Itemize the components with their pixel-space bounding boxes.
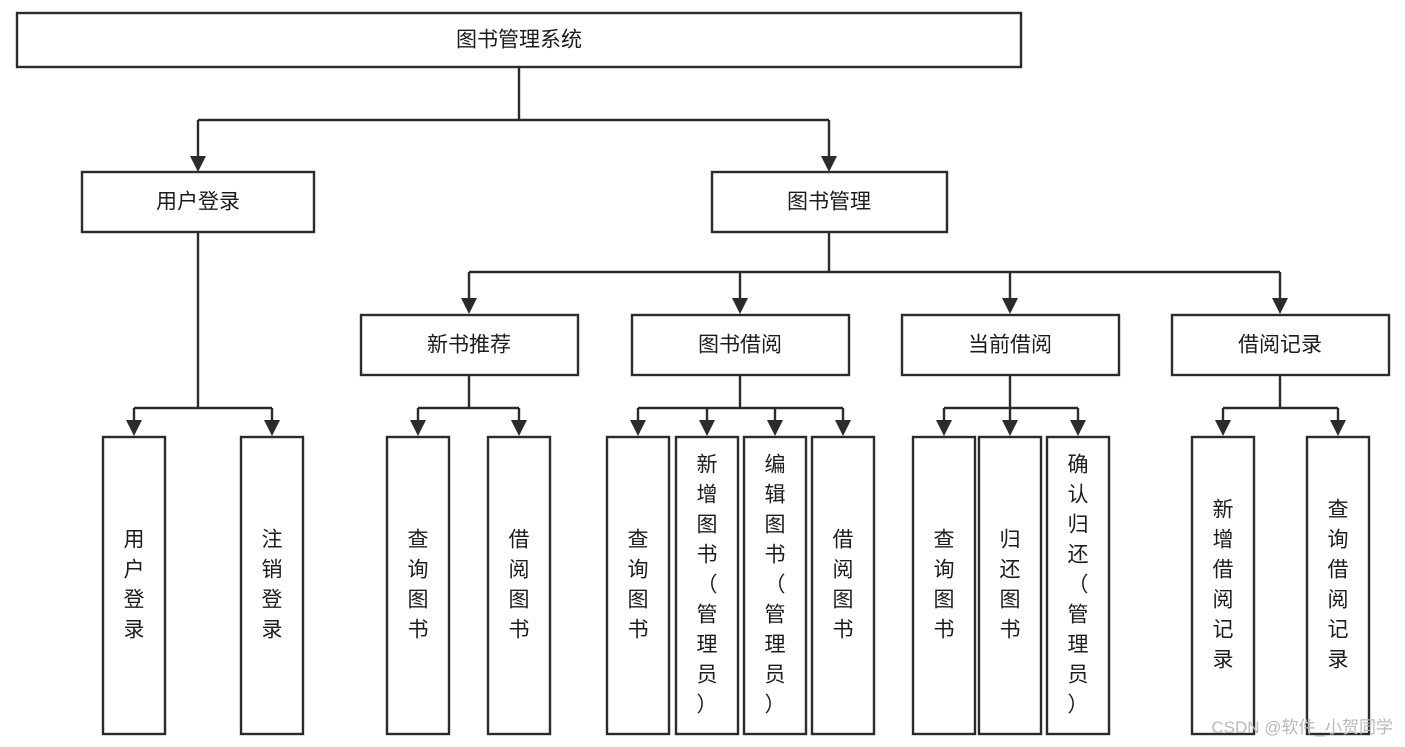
leaf-node-return-book-box[interactable] — [977, 435, 1043, 736]
node-book-manage[interactable]: 图书管理 — [710, 170, 949, 234]
node-new-book-recommend[interactable]: 新书推荐 — [359, 313, 580, 377]
leaf-node-user-logout-label: 注销登录 — [262, 529, 283, 642]
leaf-node-confirm-return-box[interactable] — [1045, 435, 1111, 736]
leaf-node-query-book-1-box[interactable] — [385, 435, 451, 736]
node-new-book-recommend-box[interactable] — [359, 313, 580, 377]
arrow-head-leaf-add-book — [699, 420, 715, 436]
leaf-node-user-logout[interactable]: 注销登录 — [239, 435, 305, 736]
leaf-node-query-borrow-record-box[interactable] — [1305, 435, 1371, 736]
leaf-node-add-borrow-record[interactable]: 新增借阅记录 — [1190, 435, 1256, 736]
leaf-node-user-login[interactable]: 用户登录 — [101, 435, 167, 736]
leaf-node-query-book-3[interactable]: 查询图书 — [911, 435, 977, 736]
leaf-node-borrow-book-2[interactable]: 借阅图书 — [810, 435, 876, 736]
arrow-head-leaf-edit-book — [767, 420, 783, 436]
arrow-head-leaf-user-login — [126, 420, 142, 436]
leaf-node-query-book-2-label: 查询图书 — [628, 529, 649, 642]
arrow-head-leaf-query-book-1 — [410, 420, 426, 436]
node-book-manage-label: 图书管理 — [787, 191, 871, 214]
leaf-node-add-book[interactable]: 新增图书（管理员） — [674, 435, 740, 736]
node-user-login-box[interactable] — [80, 170, 316, 234]
leaf-node-borrow-book-2-label: 借阅图书 — [833, 529, 854, 642]
leaf-node-borrow-book-2-box[interactable] — [810, 435, 876, 736]
arrow-head-current-borrow — [1002, 298, 1018, 314]
leaf-node-query-book-1-label: 查询图书 — [408, 529, 429, 642]
leaf-node-add-book-label: 新增图书（管理员） — [697, 454, 718, 717]
leaf-node-query-book-3-box[interactable] — [911, 435, 977, 736]
arrow-head-book-borrow — [732, 298, 748, 314]
node-borrow-record[interactable]: 借阅记录 — [1170, 313, 1391, 377]
leaf-node-return-book[interactable]: 归还图书 — [977, 435, 1043, 736]
node-current-borrow-label: 当前借阅 — [968, 334, 1052, 357]
leaf-node-add-borrow-record-box[interactable] — [1190, 435, 1256, 736]
leaf-node-query-borrow-record-label: 查询借阅记录 — [1328, 499, 1349, 672]
arrow-head-leaf-query-book-2 — [630, 420, 646, 436]
leaf-node-add-borrow-record-label: 新增借阅记录 — [1213, 499, 1234, 672]
arrow-head-leaf-confirm-return — [1070, 420, 1086, 436]
node-user-login-label: 用户登录 — [156, 191, 240, 214]
arrow-head-borrow-record — [1272, 298, 1288, 314]
arrow-head-leaf-query-book-3 — [936, 420, 952, 436]
node-book-borrow[interactable]: 图书借阅 — [630, 313, 851, 377]
node-book-borrow-label: 图书借阅 — [698, 334, 782, 357]
leaf-node-borrow-book-1-label: 借阅图书 — [509, 529, 530, 642]
leaf-node-confirm-return-label: 确认归还（管理员） — [1068, 454, 1089, 717]
leaf-node-query-book-1[interactable]: 查询图书 — [385, 435, 451, 736]
leaf-node-borrow-book-1[interactable]: 借阅图书 — [486, 435, 552, 736]
leaf-node-user-logout-box[interactable] — [239, 435, 305, 736]
arrow-head-leaf-query-borrow-record — [1330, 420, 1346, 436]
arrow-head-leaf-borrow-book-1 — [511, 420, 527, 436]
arrow-head-new-book-recommend — [461, 298, 477, 314]
node-current-borrow[interactable]: 当前借阅 — [900, 313, 1121, 377]
arrow-head-user-login — [190, 156, 206, 172]
leaf-node-query-borrow-record[interactable]: 查询借阅记录 — [1305, 435, 1371, 736]
node-borrow-record-box[interactable] — [1170, 313, 1391, 377]
leaf-node-query-book-2-box[interactable] — [605, 435, 671, 736]
node-root-box[interactable] — [15, 11, 1023, 69]
arrow-head-book-manage — [821, 156, 837, 172]
leaf-node-edit-book-box[interactable] — [742, 435, 808, 736]
watermark-label: CSDN @软件_小贺同学 — [1211, 718, 1393, 737]
leaf-node-query-book-3-label: 查询图书 — [934, 529, 955, 642]
leaf-node-user-login-box[interactable] — [101, 435, 167, 736]
leaf-node-edit-book[interactable]: 编辑图书（管理员） — [742, 435, 808, 736]
leaf-node-borrow-book-1-box[interactable] — [486, 435, 552, 736]
node-root-label: 图书管理系统 — [456, 29, 582, 52]
leaf-node-return-book-label: 归还图书 — [1000, 529, 1021, 642]
node-book-borrow-box[interactable] — [630, 313, 851, 377]
node-user-login[interactable]: 用户登录 — [80, 170, 316, 234]
leaf-node-query-book-2[interactable]: 查询图书 — [605, 435, 671, 736]
arrow-head-leaf-user-logout — [264, 420, 280, 436]
node-new-book-recommend-label: 新书推荐 — [427, 334, 511, 357]
node-borrow-record-label: 借阅记录 — [1238, 334, 1322, 357]
node-root[interactable]: 图书管理系统 — [15, 11, 1023, 69]
node-current-borrow-box[interactable] — [900, 313, 1121, 377]
arrow-head-leaf-borrow-book-2 — [835, 420, 851, 436]
leaf-node-edit-book-label: 编辑图书（管理员） — [765, 454, 786, 717]
node-book-manage-box[interactable] — [710, 170, 949, 234]
arrow-head-leaf-return-book — [1002, 420, 1018, 436]
leaf-node-user-login-label: 用户登录 — [124, 529, 145, 642]
leaf-node-add-book-box[interactable] — [674, 435, 740, 736]
connector-layer — [126, 67, 1346, 436]
arrow-head-leaf-add-borrow-record — [1215, 420, 1231, 436]
leaf-node-confirm-return[interactable]: 确认归还（管理员） — [1045, 435, 1111, 736]
